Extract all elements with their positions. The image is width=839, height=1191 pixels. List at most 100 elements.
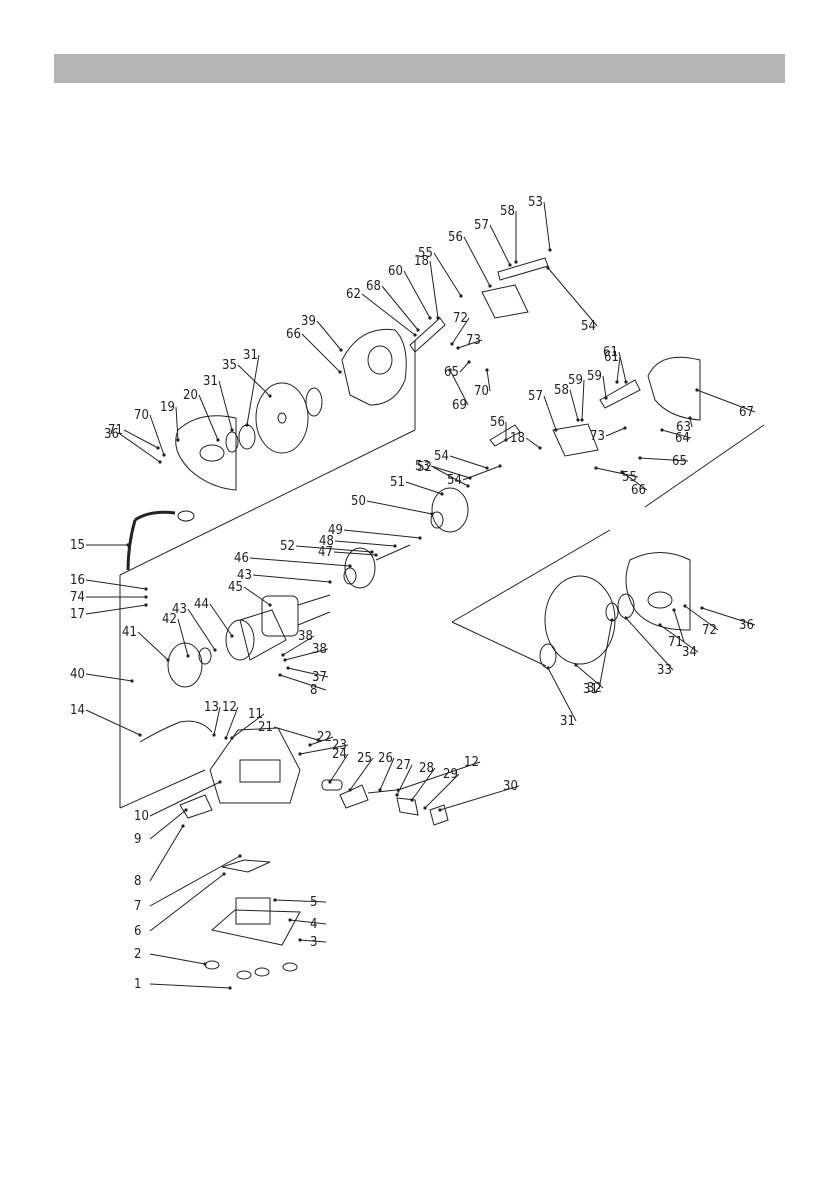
part-callout-54: 54 xyxy=(447,473,462,488)
leader-line xyxy=(406,482,442,494)
leader-line xyxy=(434,253,461,296)
part-callout-19: 19 xyxy=(160,400,175,415)
part-callout-69: 69 xyxy=(452,398,467,413)
part-callout-51: 51 xyxy=(390,475,405,490)
part-callout-62: 62 xyxy=(346,287,361,302)
part-callout-21: 21 xyxy=(258,720,273,735)
leader-line xyxy=(460,362,469,372)
leader-line xyxy=(150,856,240,906)
leader-dot xyxy=(283,658,286,661)
part-callout-38: 38 xyxy=(298,629,313,644)
part-callout-33: 33 xyxy=(657,663,672,678)
leader-dot xyxy=(448,368,451,371)
part-callout-12: 12 xyxy=(464,755,479,770)
leader-line xyxy=(464,237,490,286)
leader-dot xyxy=(514,260,517,263)
part-callout-12: 12 xyxy=(222,700,237,715)
part-callout-67: 67 xyxy=(739,405,754,420)
leader-dot xyxy=(268,603,271,606)
leader-dot xyxy=(144,603,147,606)
leader-dot xyxy=(268,394,271,397)
part-callout-5: 5 xyxy=(310,895,317,910)
leader-line xyxy=(86,674,132,681)
leader-dot xyxy=(186,654,189,657)
part-callout-72: 72 xyxy=(702,623,717,638)
leader-line xyxy=(335,541,395,546)
leader-dot xyxy=(508,263,511,266)
leader-line xyxy=(570,390,578,420)
leader-dot xyxy=(230,634,233,637)
leader-dot xyxy=(624,380,627,383)
leader-dot xyxy=(238,854,241,857)
leader-line xyxy=(250,558,350,566)
part-callout-27: 27 xyxy=(396,758,411,773)
leader-dot xyxy=(498,464,501,467)
leader-dot xyxy=(638,456,641,459)
leader-line xyxy=(450,456,487,468)
part-callout-31: 31 xyxy=(243,348,258,363)
part-callout-36: 36 xyxy=(739,618,754,633)
leader-line xyxy=(603,376,606,398)
part-callout-71: 71 xyxy=(668,635,683,650)
leader-dot xyxy=(339,348,342,351)
leader-line xyxy=(150,984,230,988)
leader-dot xyxy=(418,536,421,539)
parts-drawing xyxy=(120,258,764,979)
leader-line xyxy=(188,609,215,650)
leader-dot xyxy=(450,342,453,345)
leader-line xyxy=(138,632,168,660)
leader-dot xyxy=(604,396,607,399)
leader-dot xyxy=(298,938,301,941)
leader-line xyxy=(247,355,259,425)
part-callout-10: 10 xyxy=(134,809,149,824)
leader-dot xyxy=(144,587,147,590)
leader-dot xyxy=(213,648,216,651)
part-callout-44: 44 xyxy=(194,597,209,612)
leader-dot xyxy=(428,316,431,319)
part-callout-57: 57 xyxy=(474,218,489,233)
part-callout-28: 28 xyxy=(419,761,434,776)
leader-dot xyxy=(212,733,215,736)
part-callout-74: 74 xyxy=(70,590,85,605)
part-callout-1: 1 xyxy=(134,977,141,992)
leader-line xyxy=(86,580,146,589)
part-callout-34: 34 xyxy=(682,645,697,660)
leader-line xyxy=(544,202,550,250)
leader-line xyxy=(362,294,415,335)
leader-line xyxy=(150,954,205,964)
leader-dot xyxy=(216,438,219,441)
leader-dot xyxy=(230,736,233,739)
leader-dot xyxy=(273,898,276,901)
leader-line xyxy=(86,605,146,614)
part-callout-3: 3 xyxy=(310,935,317,950)
part-callout-57: 57 xyxy=(528,389,543,404)
part-callout-24: 24 xyxy=(332,747,347,762)
part-callout-58: 58 xyxy=(554,383,569,398)
part-callout-73: 73 xyxy=(466,333,481,348)
leader-dot xyxy=(459,294,462,297)
part-callout-38: 38 xyxy=(312,642,327,657)
leader-line xyxy=(344,530,420,538)
leader-line xyxy=(219,381,232,430)
leader-line xyxy=(150,874,224,931)
leader-dot xyxy=(695,388,698,391)
part-callout-31: 31 xyxy=(203,374,218,389)
part-callout-68: 68 xyxy=(366,279,381,294)
leader-dot xyxy=(554,428,557,431)
leader-dot xyxy=(620,470,623,473)
leader-line xyxy=(178,619,188,656)
leader-dot xyxy=(456,346,459,349)
leader-dot xyxy=(144,595,147,598)
leader-dot xyxy=(580,418,583,421)
part-callout-2: 2 xyxy=(134,947,141,962)
part-callout-20: 20 xyxy=(183,388,198,403)
leader-line xyxy=(490,225,510,265)
leader-dot xyxy=(410,798,413,801)
part-callout-41: 41 xyxy=(122,625,137,640)
leader-dot xyxy=(348,788,351,791)
leader-dot xyxy=(485,466,488,469)
leader-line xyxy=(367,501,432,514)
leader-dot xyxy=(538,446,541,449)
leader-dot xyxy=(576,418,579,421)
part-callout-7: 7 xyxy=(134,899,141,914)
